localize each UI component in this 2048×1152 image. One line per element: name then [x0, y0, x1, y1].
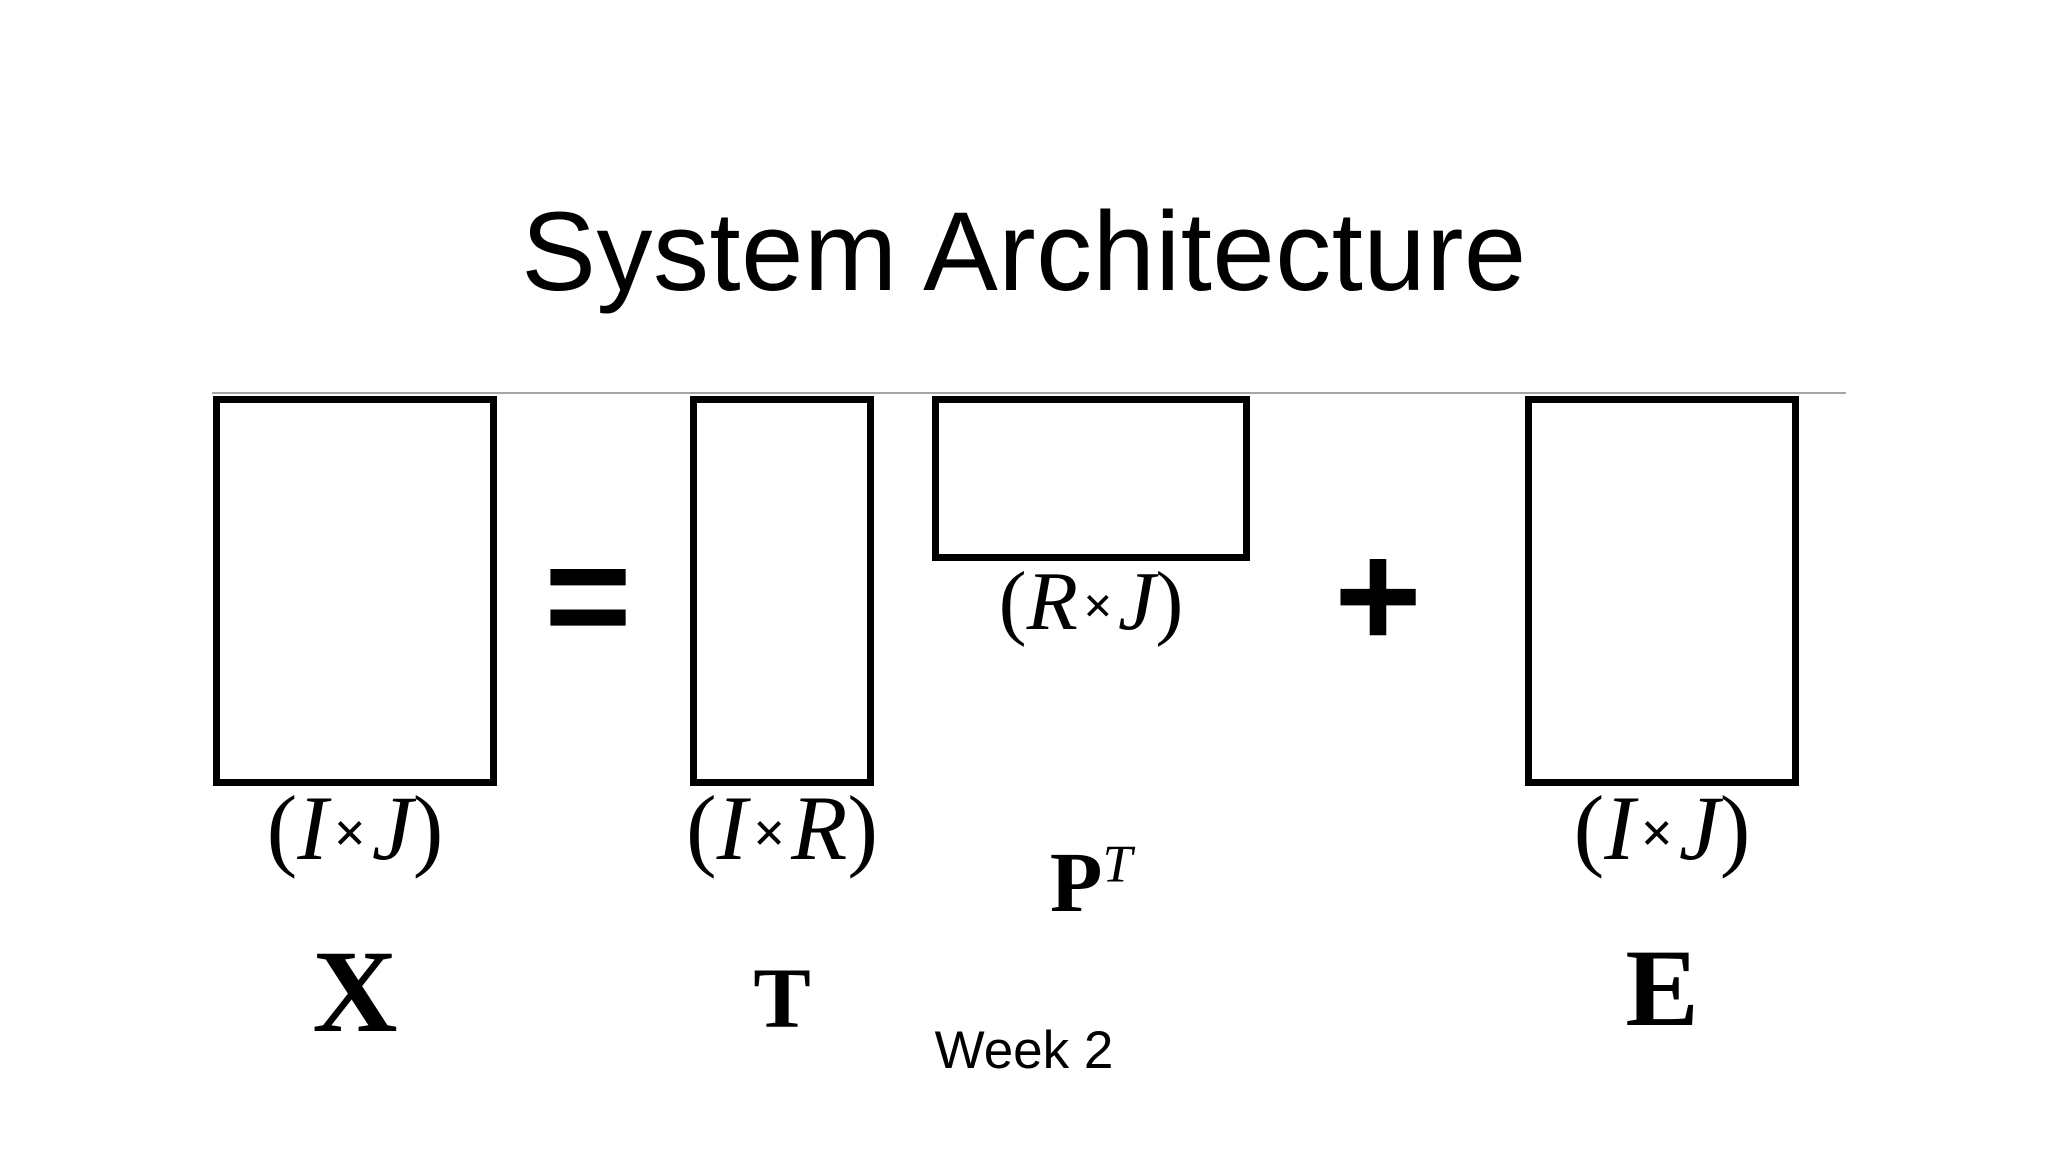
- dim-cols-e: J: [1678, 777, 1720, 879]
- footer-note: Week 2: [934, 1021, 1114, 1080]
- times-icon: ×: [333, 802, 367, 866]
- matrix-box-p-transpose[interactable]: PT: [932, 396, 1250, 925]
- matrix-symbol-t: T: [753, 950, 811, 1046]
- times-icon: ×: [1640, 802, 1674, 866]
- dim-cols-x: J: [371, 777, 413, 879]
- matrix-dimension-x: (I×J): [183, 782, 527, 874]
- dim-cols-t: R: [791, 777, 848, 879]
- matrix-symbol-e: E: [1625, 927, 1699, 1049]
- matrix-dimension-p-transpose: (R×J): [918, 560, 1264, 644]
- matrix-symbol-p-transpose: PT: [939, 837, 1243, 925]
- matrix-symbol-p-base: P: [1049, 834, 1103, 930]
- paren-open-t: (: [685, 777, 717, 879]
- paren-close-e: ): [1719, 777, 1751, 879]
- dim-rows-t: I: [716, 777, 748, 879]
- times-icon: ×: [752, 802, 786, 866]
- matrix-dimension-t: (I×R): [612, 782, 952, 874]
- dim-rows-x: I: [297, 777, 328, 879]
- operator-equals: =: [544, 511, 632, 679]
- paren-open-p: (: [998, 555, 1027, 648]
- matrix-symbol-x: X: [312, 926, 398, 1057]
- matrix-box-t[interactable]: T: [690, 396, 874, 1041]
- matrix-box-e[interactable]: E: [1525, 396, 1799, 1043]
- paren-open-e: (: [1573, 777, 1605, 879]
- paren-close-p: ): [1155, 555, 1184, 648]
- dim-rows-p: R: [1026, 555, 1078, 648]
- matrix-dimension-e: (I×J): [1495, 782, 1829, 874]
- paren-close-t: ): [847, 777, 879, 879]
- paren-close-x: ): [412, 777, 444, 879]
- times-icon: ×: [1083, 577, 1113, 635]
- dim-rows-e: I: [1604, 777, 1635, 879]
- page-title: System Architecture: [521, 189, 1527, 314]
- operator-plus: +: [1334, 511, 1422, 679]
- matrix-box-x[interactable]: X: [213, 396, 497, 1051]
- equation-divider-rule: [212, 392, 1846, 394]
- matrix-symbol-p-superscript: T: [1102, 833, 1133, 894]
- dim-cols-p: J: [1118, 555, 1156, 648]
- paren-open-x: (: [266, 777, 298, 879]
